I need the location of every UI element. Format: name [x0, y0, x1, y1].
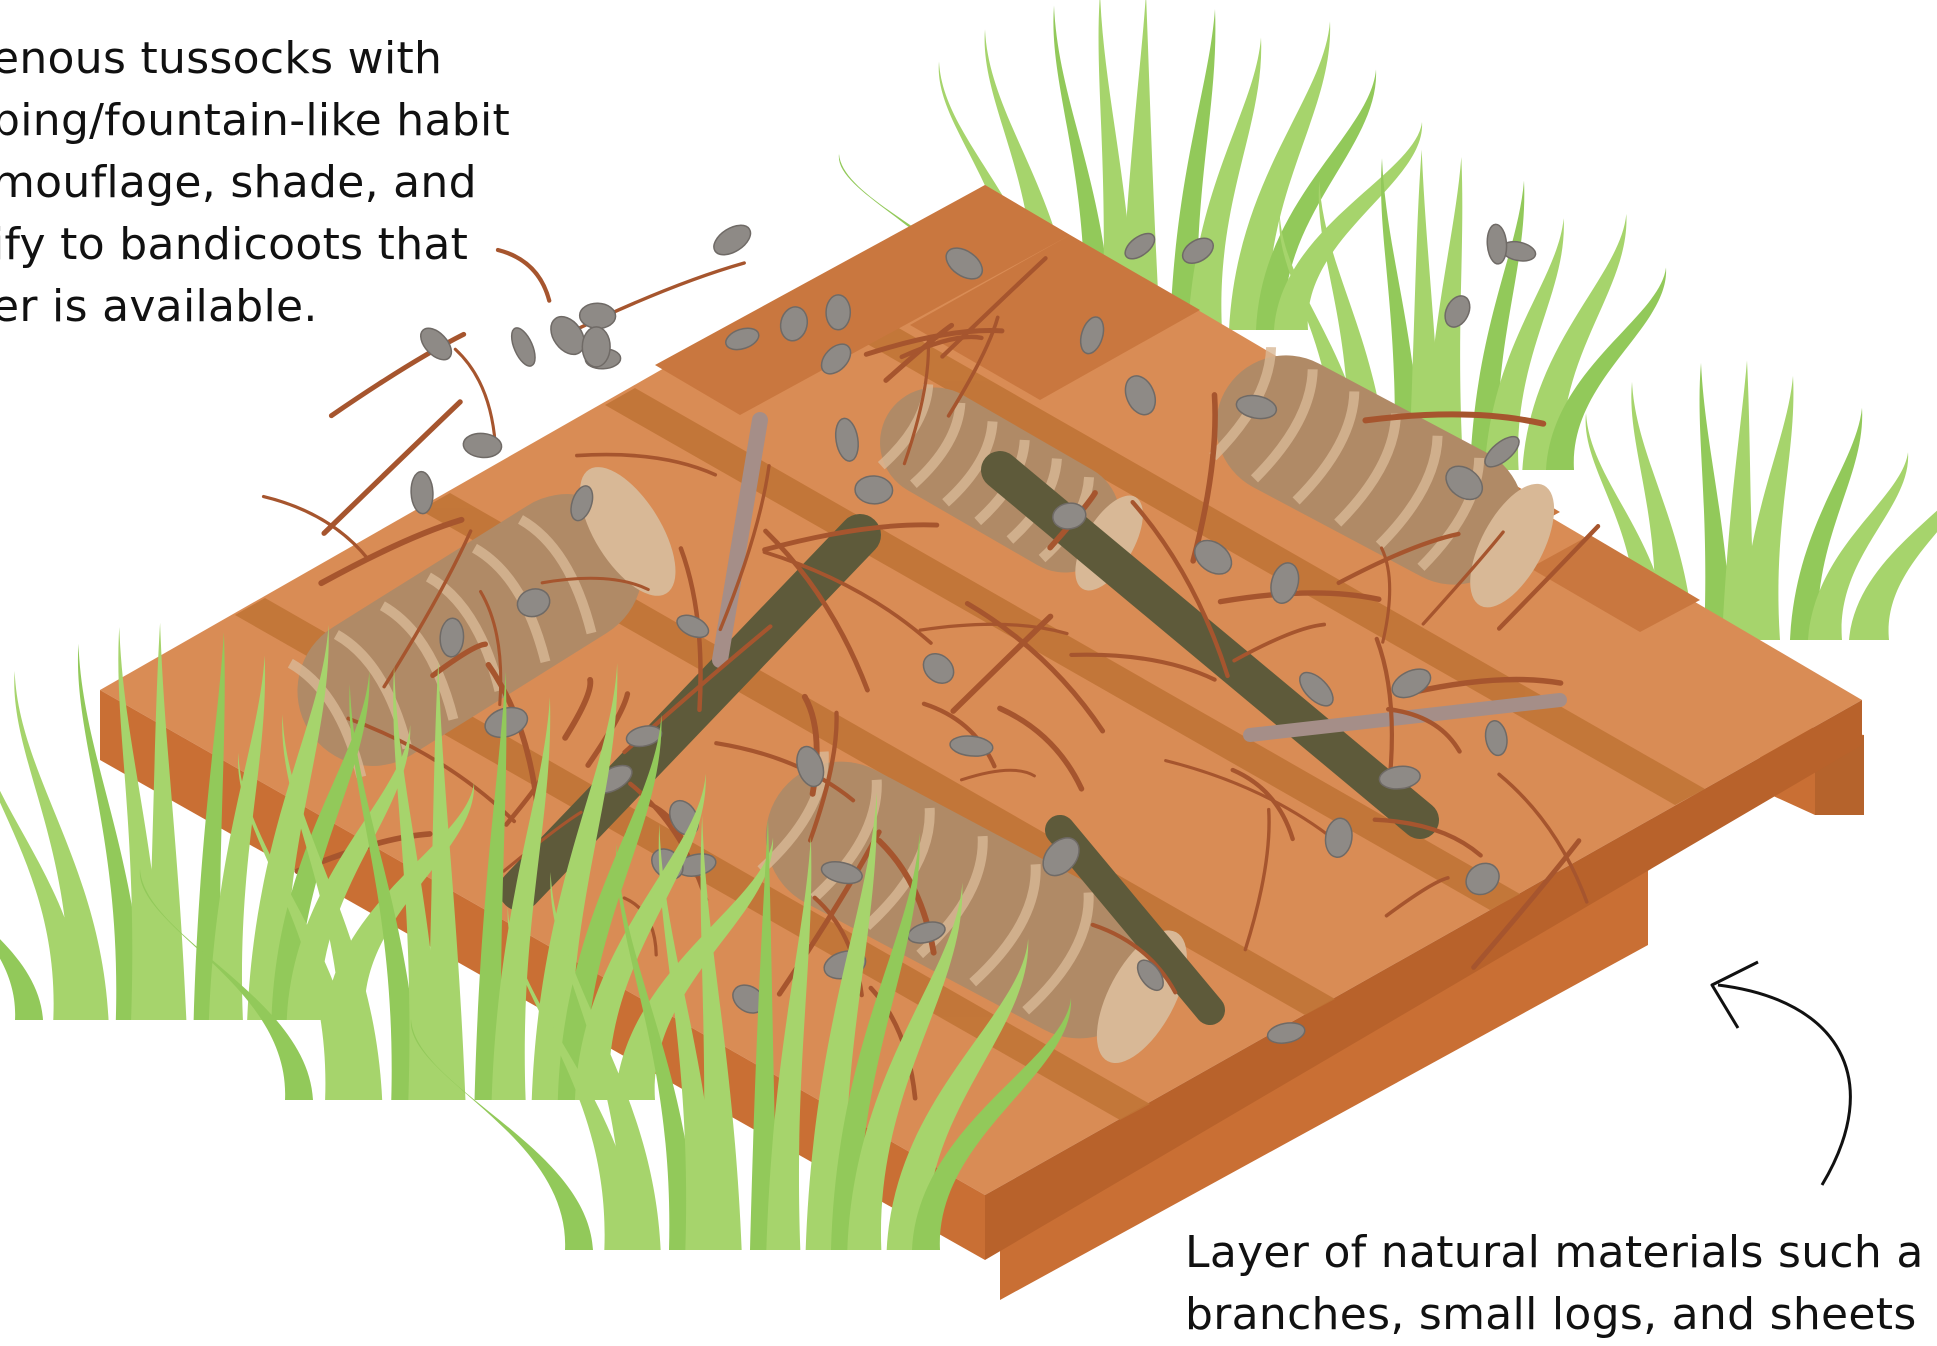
materials-caption-line: branches, small logs, and sheets [1185, 1289, 1917, 1340]
twig [455, 349, 495, 443]
materials-caption: Layer of natural materials such a branch… [1185, 1222, 1924, 1346]
leaf [507, 325, 540, 370]
leaf [462, 432, 502, 459]
leaf [582, 327, 610, 367]
leaf [709, 219, 756, 261]
leaf [826, 295, 851, 330]
tussock-caption-line: ify to bandicoots that [0, 219, 468, 270]
leaf [579, 303, 616, 329]
tussock-caption-line: er is available. [0, 281, 318, 332]
tussock-caption-line: mouflage, shade, and [0, 157, 477, 208]
tussock-caption-line: ping/fountain-like habit [0, 95, 510, 146]
leaf [410, 471, 434, 514]
tussock-caption: enous tussocks with ping/fountain-like h… [0, 28, 510, 338]
leaf [1486, 224, 1508, 265]
tussock-caption-line: enous tussocks with [0, 33, 442, 84]
curved-arrow-icon [1712, 962, 1850, 1185]
materials-caption-line: Layer of natural materials such a [1185, 1227, 1924, 1278]
